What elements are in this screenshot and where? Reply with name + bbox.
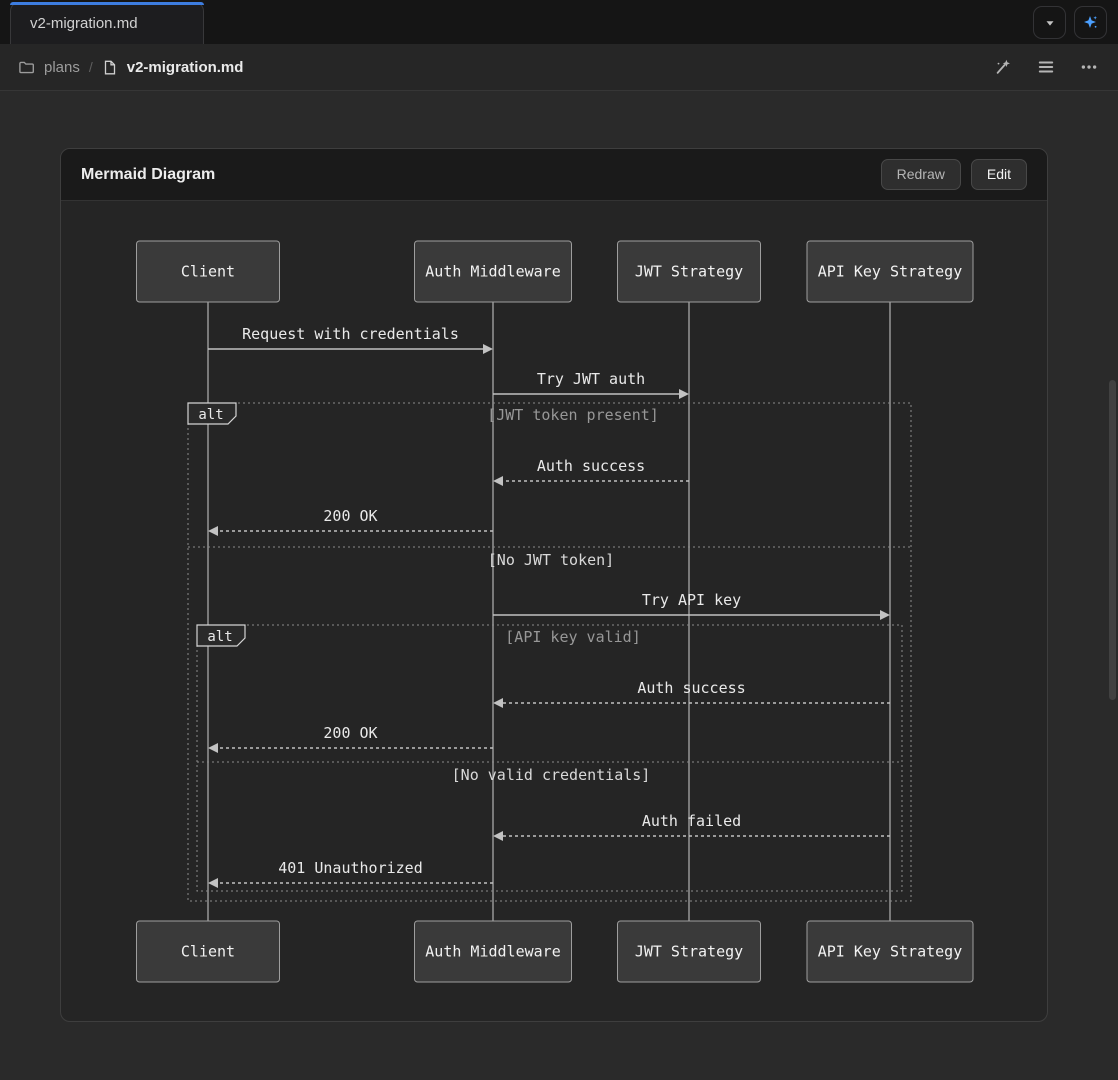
participant-box bbox=[136, 920, 280, 983]
new-ai-tab-button[interactable] bbox=[1074, 6, 1107, 39]
ellipsis-icon bbox=[1081, 65, 1097, 69]
participant-box bbox=[806, 920, 974, 983]
participant-label: Client bbox=[181, 263, 235, 281]
vertical-scrollbar-thumb[interactable] bbox=[1109, 380, 1116, 700]
participant-box bbox=[617, 920, 761, 983]
tab-bar: v2-migration.md bbox=[0, 0, 1118, 44]
sparkle-pen-icon bbox=[996, 59, 1010, 74]
alt-label bbox=[187, 402, 237, 425]
diagram-canvas: [JWT token present] [No JWT token] [API ke… bbox=[61, 201, 1047, 1021]
message-arrowhead bbox=[208, 878, 218, 888]
participant-box bbox=[414, 240, 572, 303]
message-arrowhead bbox=[483, 344, 493, 354]
participant-box bbox=[617, 240, 761, 303]
alt-condition-label: [JWT token present] bbox=[487, 406, 659, 424]
breadcrumb-separator: / bbox=[88, 59, 93, 75]
alt-condition-label: [API key valid] bbox=[505, 628, 640, 646]
message-label: Request with credentials bbox=[242, 325, 459, 343]
message-arrowhead bbox=[493, 698, 503, 708]
message-label: Auth failed bbox=[642, 812, 741, 830]
breadcrumb-file[interactable]: v2-migration.md bbox=[126, 58, 244, 76]
breadcrumb-actions bbox=[992, 56, 1100, 78]
participant-label: Auth Middleware bbox=[425, 943, 560, 961]
participant-label: API Key Strategy bbox=[818, 943, 963, 961]
alt-else-label: [No valid credentials] bbox=[452, 766, 651, 784]
participant-label: API Key Strategy bbox=[818, 263, 963, 281]
diagram-card-title: Mermaid Diagram bbox=[81, 165, 216, 183]
list-menu-icon bbox=[1038, 61, 1054, 73]
message-arrowhead bbox=[208, 743, 218, 753]
participant-label: JWT Strategy bbox=[635, 943, 743, 961]
participant-box bbox=[806, 240, 974, 303]
message-label: 200 OK bbox=[323, 724, 377, 742]
sequence-diagram-svg: [JWT token present] [No JWT token] [API ke… bbox=[136, 240, 974, 983]
breadcrumb-bar: plans / v2-migration.md bbox=[0, 44, 1118, 91]
message-label: Auth success bbox=[637, 679, 745, 697]
mermaid-diagram-card: Mermaid Diagram Redraw Edit [JWT token p… bbox=[60, 148, 1048, 1022]
redraw-button[interactable]: Redraw bbox=[880, 159, 961, 190]
document-icon bbox=[104, 60, 115, 74]
message-arrowhead bbox=[493, 476, 503, 486]
participant-label: JWT Strategy bbox=[635, 263, 743, 281]
folder-icon bbox=[19, 61, 34, 73]
tab-actions bbox=[1033, 6, 1107, 39]
message-label: 401 Unauthorized bbox=[278, 859, 423, 877]
breadcrumb-folder[interactable]: plans bbox=[44, 58, 80, 76]
message-arrowhead bbox=[493, 831, 503, 841]
participant-box bbox=[136, 240, 280, 303]
participant-label: Client bbox=[181, 943, 235, 961]
tab-v2-migration[interactable]: v2-migration.md bbox=[10, 2, 204, 44]
message-label: Try JWT auth bbox=[537, 370, 645, 388]
chevron-down-icon bbox=[1046, 20, 1053, 26]
more-options-button[interactable] bbox=[1078, 56, 1100, 78]
alt-label-text: alt bbox=[198, 407, 223, 423]
tab-overflow-button[interactable] bbox=[1033, 6, 1066, 39]
alt-frame bbox=[196, 624, 903, 892]
message-label: Try API key bbox=[642, 591, 741, 609]
message-label: 200 OK bbox=[323, 507, 377, 525]
active-tab-accent bbox=[10, 2, 204, 5]
alt-label bbox=[196, 624, 246, 647]
alt-frame bbox=[187, 402, 912, 902]
sparkle-icon bbox=[1084, 16, 1097, 28]
edit-button[interactable]: Edit bbox=[970, 159, 1027, 190]
alt-else-label: [No JWT token] bbox=[488, 551, 614, 569]
participant-label: Auth Middleware bbox=[425, 263, 560, 281]
message-arrowhead bbox=[208, 526, 218, 536]
participant-box bbox=[414, 920, 572, 983]
message-arrowhead bbox=[880, 610, 890, 620]
editor-content: Mermaid Diagram Redraw Edit [JWT token p… bbox=[0, 91, 1118, 1079]
diagram-card-actions: Redraw Edit bbox=[880, 159, 1027, 190]
outline-menu-button[interactable] bbox=[1035, 56, 1057, 78]
diagram-card-header: Mermaid Diagram Redraw Edit bbox=[61, 149, 1047, 201]
alt-label-text: alt bbox=[207, 629, 232, 645]
message-label: Auth success bbox=[537, 457, 645, 475]
breadcrumb: plans / v2-migration.md bbox=[18, 59, 243, 76]
ai-edit-button[interactable] bbox=[992, 56, 1014, 78]
tab-label: v2-migration.md bbox=[30, 15, 138, 32]
message-arrowhead bbox=[679, 389, 689, 399]
